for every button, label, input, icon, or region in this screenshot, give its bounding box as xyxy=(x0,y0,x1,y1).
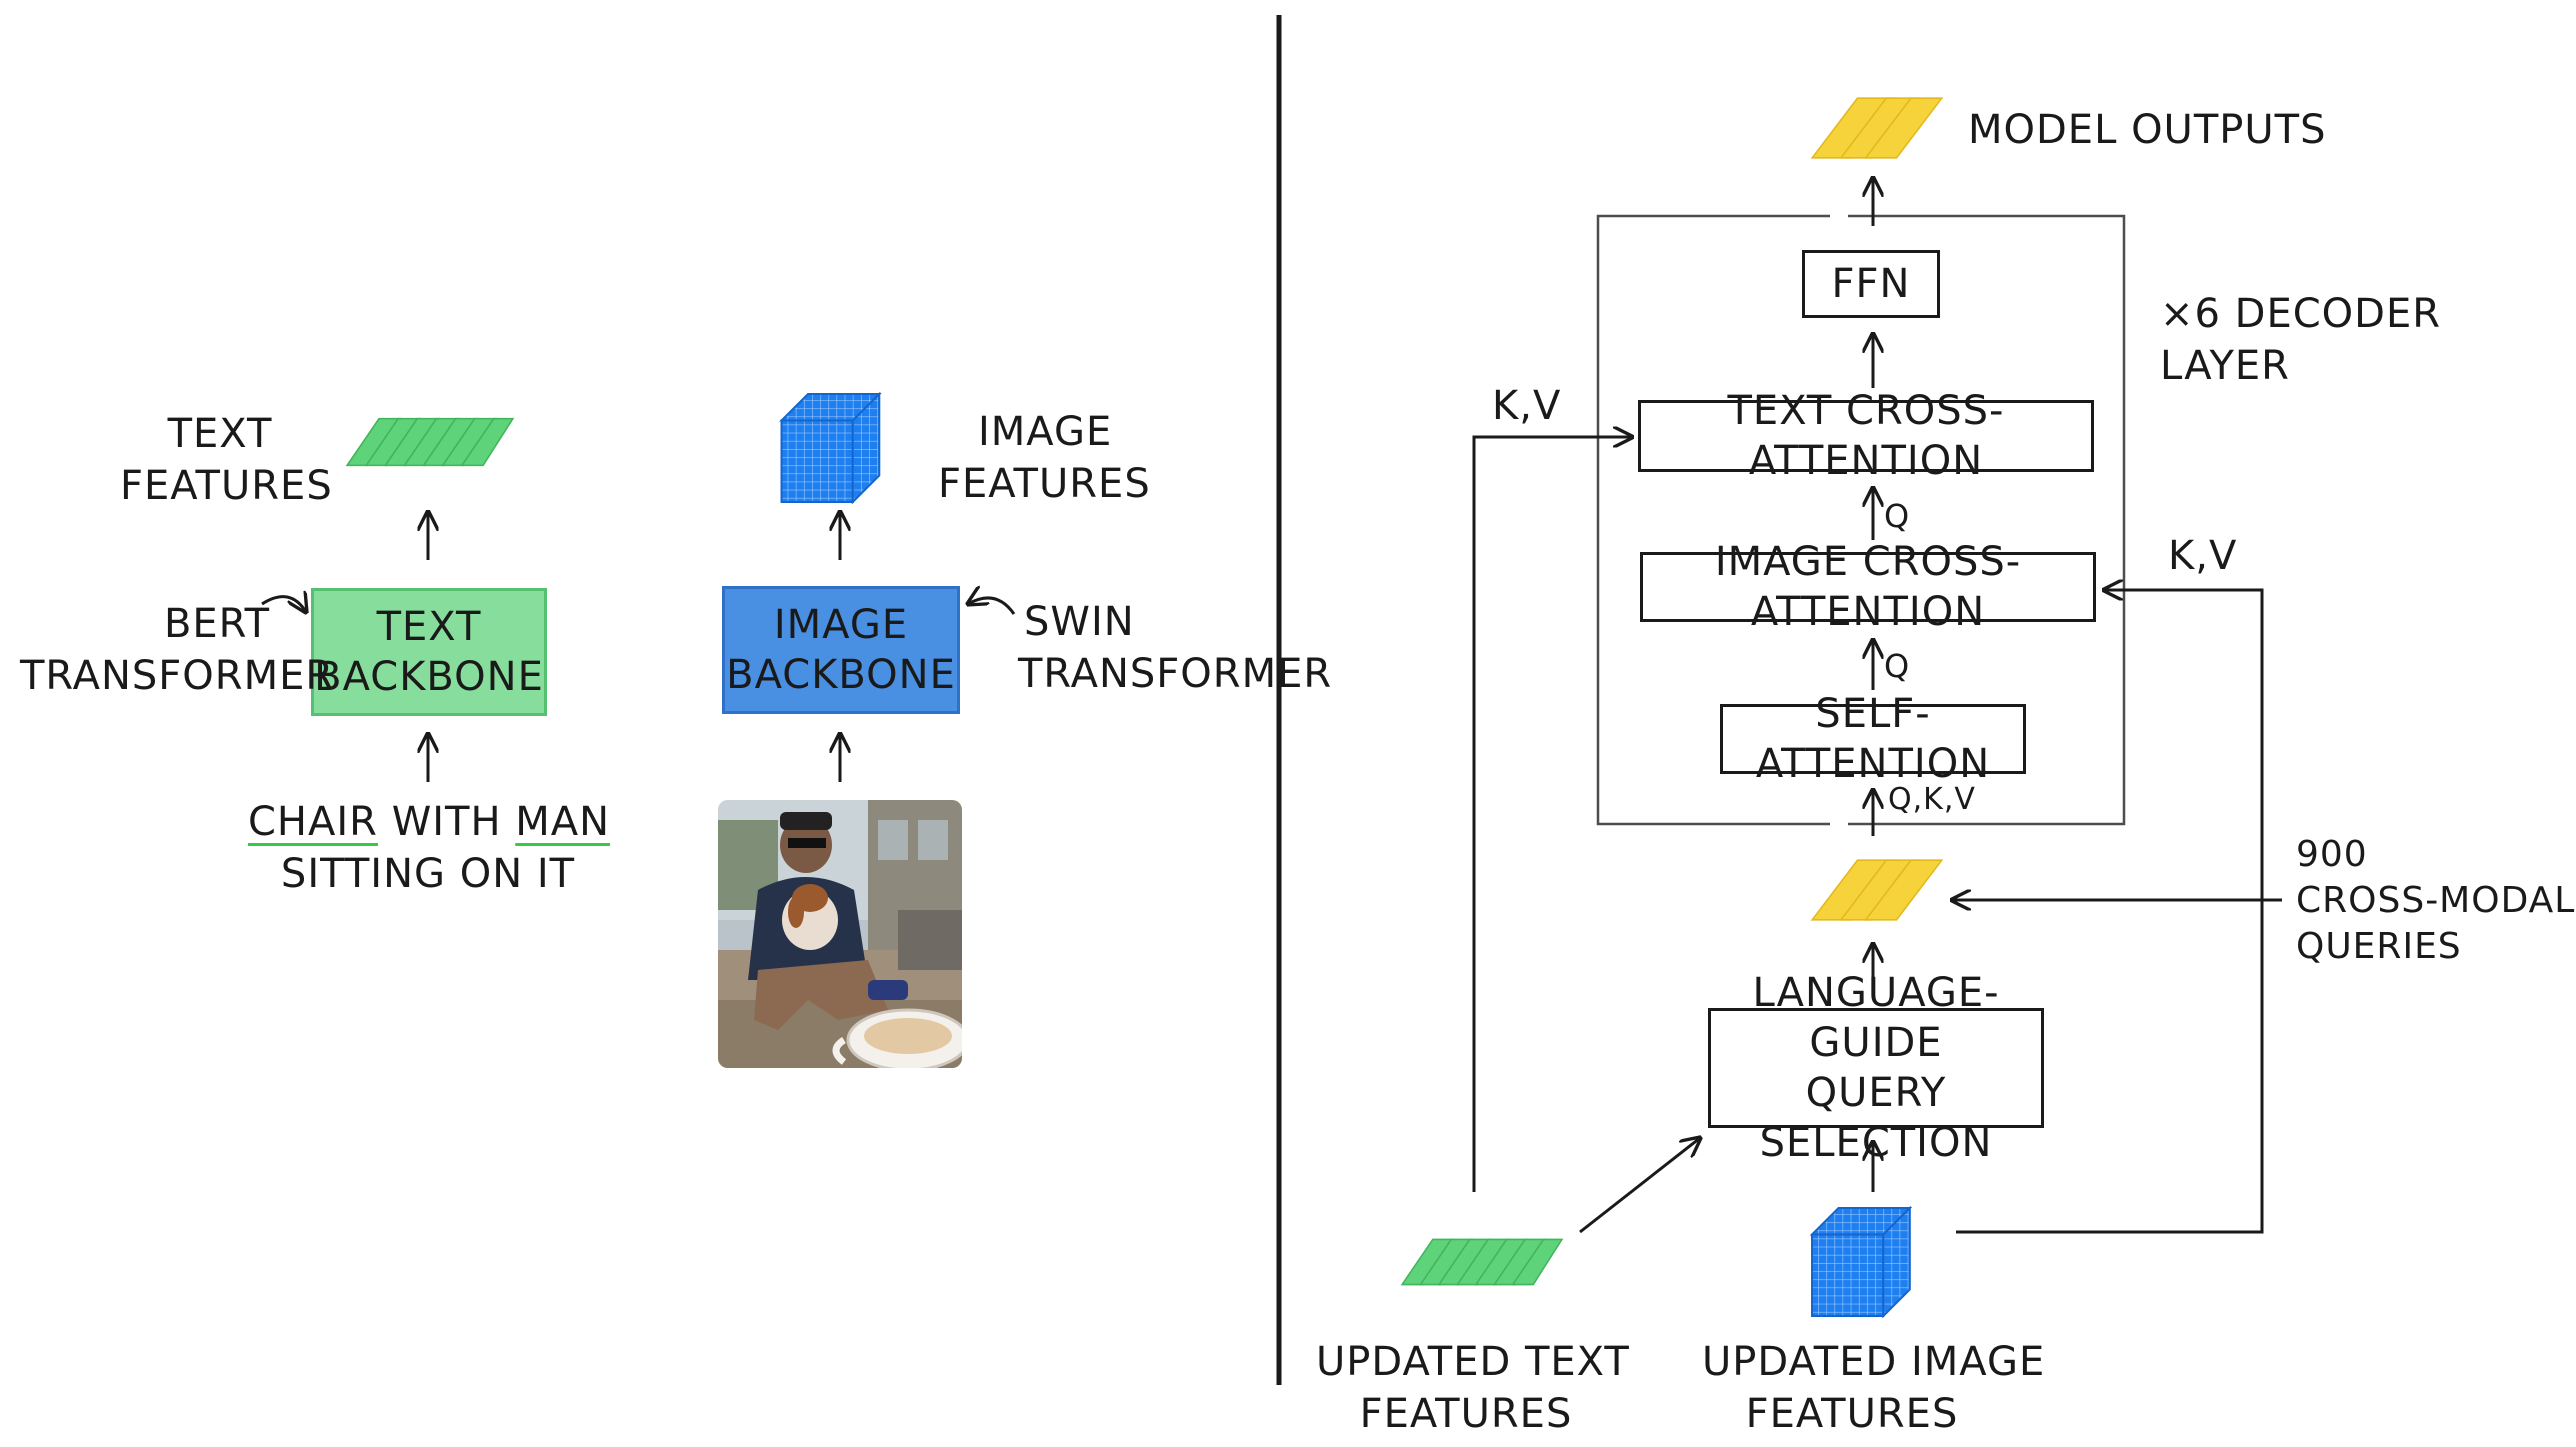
caption-word-chair: CHAIR xyxy=(248,799,378,845)
photo-man-with-dog xyxy=(718,800,962,1068)
updated-text-features-label: UPDATED TEXT FEATURES xyxy=(1316,1339,1630,1437)
self-attention-box: SELF-ATTENTION xyxy=(1720,691,2026,787)
image-feature-cube-icon xyxy=(780,392,881,504)
kv-left-label: K,V xyxy=(1492,383,1562,429)
updated-text-feature-stack-icon xyxy=(1401,1238,1563,1286)
cross-modality-queries-label: 900 CROSS-MODALITY QUERIES xyxy=(2296,834,2576,967)
caption-word-man: MAN xyxy=(515,799,611,845)
decoder-layer-label: ×6 DECODER LAYER xyxy=(2160,291,2442,389)
updated-image-features-label: UPDATED IMAGE FEATURES xyxy=(1702,1339,2046,1437)
updated-image-feature-cube-icon xyxy=(1811,1207,1911,1317)
photo-illustration xyxy=(718,800,962,1068)
text-caption: CHAIR WITH MAN SITTING ON IT xyxy=(248,799,611,897)
swin-transformer-label: SWIN TRANSFORMER xyxy=(1018,599,1333,697)
q-label-1: Q xyxy=(1884,497,1911,535)
image-features-label: IMAGE FEATURES xyxy=(938,409,1151,507)
decoder-layer-frame xyxy=(1596,214,2126,826)
bert-transformer-label: BERT TRANSFORMER xyxy=(20,601,335,699)
output-query-stack-icon xyxy=(1811,97,1943,159)
q-label-2: Q xyxy=(1884,647,1911,685)
qkv-label: Q,K,V xyxy=(1888,782,1976,817)
image-cross-attention-box: IMAGE CROSS-ATTENTION xyxy=(1640,539,2096,635)
ffn-box: FFN xyxy=(1802,250,1940,318)
model-outputs-label: MODEL OUTPUTS xyxy=(1968,107,2327,153)
text-feature-stack-icon xyxy=(346,417,514,467)
text-cross-attention-box: TEXT CROSS-ATTENTION xyxy=(1638,388,2094,484)
kv-right-label: K,V xyxy=(2168,533,2238,579)
query-stack-icon xyxy=(1811,859,1943,921)
text-features-label: TEXT FEATURES xyxy=(120,411,333,509)
